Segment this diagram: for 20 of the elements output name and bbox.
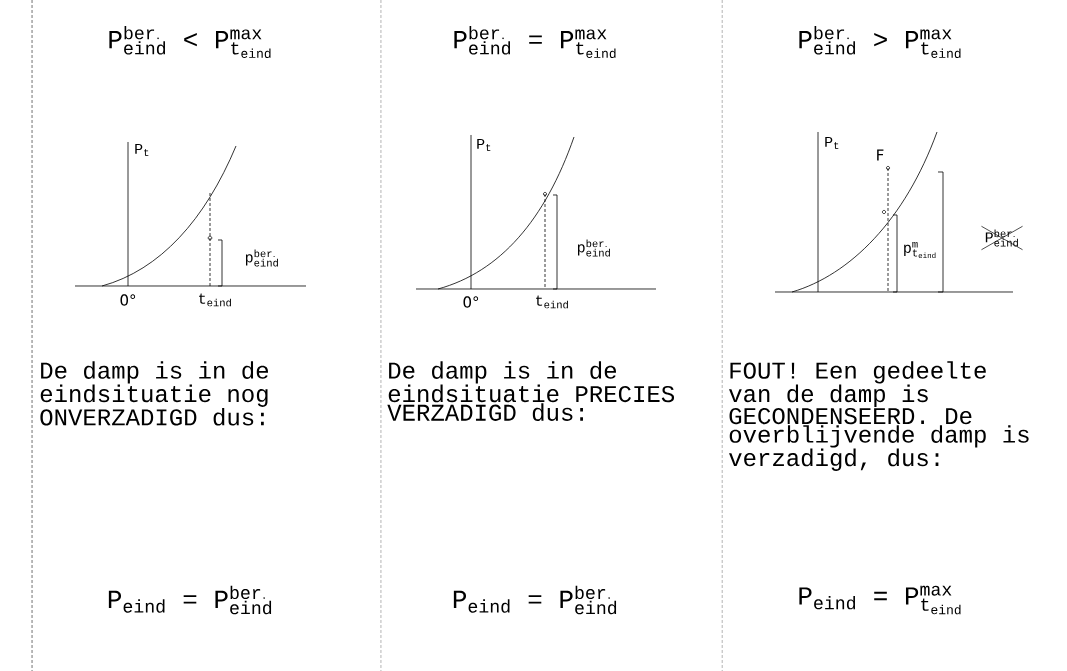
formula: $\mathrm{P}^{\mathrm{ber.}}_{\mathrm{eind}} \mbox{ = } \mathrm{P}^{\mathrm{max}}_{\mathrm{t}_{\mathrm{eind}}}$ [454, 26, 616, 58]
formula: $\mathrm{P}_{\mathrm{eind}} \mbox{ = } \mathrm{P}^{\mathrm{max}}_{\mathrm{t}_{\mathrm{eind}}}$ [799, 585, 961, 615]
tick-label: $\mathrm{t}_{\mathrm{eind}}$ [536, 295, 568, 309]
axis-label: $\mathrm{P}_{\mathrm{t}}$ [477, 138, 491, 152]
point-label: F [877, 149, 884, 161]
formula: $\mathrm{P}^{\mathrm{ber.}}_{\mathrm{eind}} \mbox{ > } \mathrm{P}^{\mathrm{max}}_{\mathrm{t}_{\mathrm{eind}}}$ [799, 26, 961, 58]
axis-label: $\mathrm{P}_{\mathrm{t}}$ [825, 136, 839, 150]
description: FOUT! Een gedeelte van de damp is GECONDENSEERD. De overblijvende damp is verzadigd, dus: [729, 361, 1029, 471]
description: De damp is in de eindsituatie PRECIES VERZADIGD dus: [387, 361, 674, 421]
graph-label: $\mathrm{p}^{\mathrm{m}}_{\mathrm{t}_{\mathrm{eind}}}$ [904, 241, 936, 259]
formula: $\mathrm{P}_{\mathrm{eind}} \mbox{ = } \mathrm{P}^{\mathrm{ber.}}_{\mathrm{eind}}$ [453, 585, 617, 615]
tick-label: 0° [120, 294, 136, 306]
description: De damp is in de eindsituatie nog ONVERZADIGD dus: [40, 361, 268, 426]
formula: $\mathrm{P}_{\mathrm{eind}} \mbox{ = } \mathrm{P}^{\mathrm{ber.}}_{\mathrm{eind}}$ [108, 585, 272, 615]
graph-label: $\mathrm{p}^{\mathrm{ber.}}_{\mathrm{eind}}$ [245, 249, 278, 267]
tick-label: $\mathrm{t}_{\mathrm{eind}}$ [199, 293, 231, 307]
tick-label: 0° [463, 296, 479, 308]
graph-label: $\mathrm{p}^{\mathrm{ber.}}_{\mathrm{eind}}$ [577, 239, 610, 257]
formula: $\mathrm{P}^{\mathrm{ber.}}_{\mathrm{eind}} \mbox{ < } \mathrm{P}^{\mathrm{max}}_{\mathrm{t}_{\mathrm{eind}}}$ [109, 26, 271, 58]
axis-label: $\mathrm{P}_{\mathrm{t}}$ [135, 143, 149, 157]
